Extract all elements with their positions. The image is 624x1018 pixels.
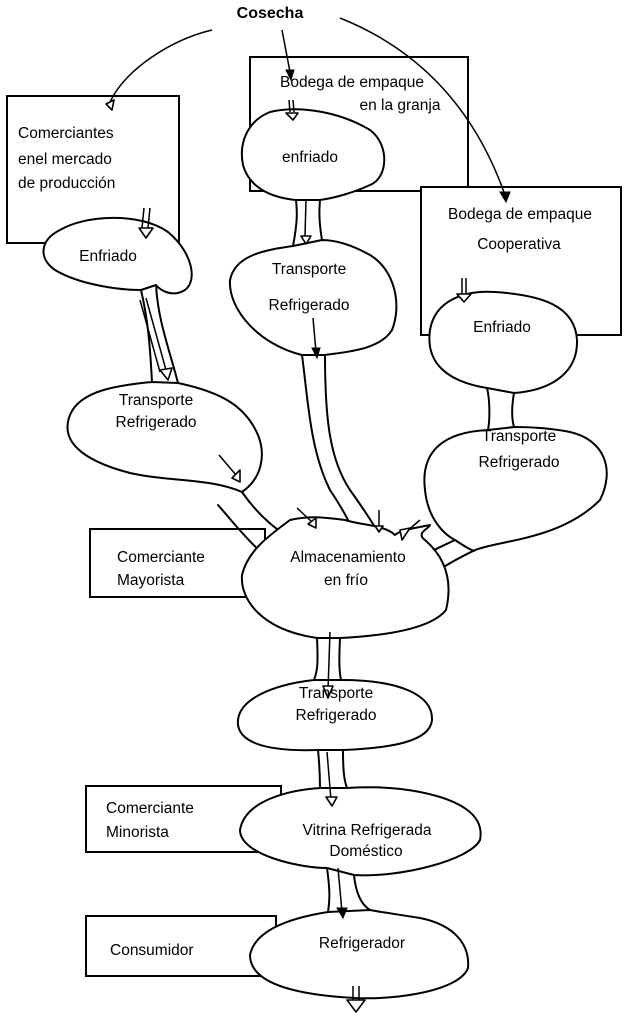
pipe-main-3-b [353,874,371,911]
arrow-cosecha-right [339,17,506,196]
refrigerador-label: Refrigerador [319,935,405,952]
almacenamiento-line-2: en frío [324,572,368,589]
arrowhead-cosecha-center [285,69,295,82]
arrow-main1-head [322,685,334,699]
arrow-main2-shaft [326,751,332,801]
double-arrow-center-shaft [288,99,295,113]
double-arrow-right-head [456,293,472,303]
pipe-right-1-a [486,387,491,431]
enfriado-center-label: enfriado [282,149,338,166]
comerciante-mayorista-line-1: Comerciante [117,549,205,566]
transporte-center-line-2: Refrigerado [269,297,350,314]
pipe-main-1-a [313,637,319,681]
transporte-left-line-2: Refrigerado [116,414,197,431]
bodega-cooperativa-line-2: Cooperativa [477,236,561,253]
enfriado-left-label: Enfriado [79,248,137,265]
transporte-main-blob [236,679,434,752]
comerciante-minorista-line-1: Comerciante [106,800,194,817]
bodega-cooperativa-line-1: Bodega de empaque [448,206,592,223]
double-arrow-left2-shaft [139,297,167,373]
arrow-center2-shaft [304,199,307,237]
transporte-right-line-2: Refrigerado [479,454,560,471]
arrow-center3-head [311,347,321,360]
consumidor-box [85,915,277,977]
almacenamiento-line-1: Almacenamiento [290,549,405,566]
transporte-center-line-1: Transporte [272,261,346,278]
arrow-left4-head [307,517,317,529]
arrow-main1-shaft [327,631,331,691]
arrow-left3-shaft [218,454,237,476]
double-arrow-left2-head [159,367,173,381]
double-arrow-exit-shaft [352,986,360,1000]
double-arrow-center-head [285,112,299,121]
arrowhead-cosecha-right [499,191,511,204]
double-arrow-right-shaft [461,278,467,295]
pipe-main-3-a [326,867,331,913]
transporte-left-blob [66,381,263,493]
comerciantes-mercado-line-2: enel mercado [18,151,112,168]
almacenamiento-blob [240,516,450,639]
vitrina-line-2: Doméstico [329,843,402,860]
arrow-right3-head [399,527,411,541]
arrowhead-cosecha-left [105,99,115,111]
consumidor-label: Consumidor [110,942,194,959]
vitrina-blob [239,786,482,877]
arrow-left4-shaft [296,507,313,523]
double-arrow-left-head [138,227,154,239]
refrigerador-blob [249,909,470,1000]
arrow-center2-head [300,235,312,245]
pipe-left-1-b [155,284,179,384]
pipe-center-1-a [292,199,298,247]
double-arrow-exit-head [346,999,366,1013]
bodega-granja-line-1: Bodega de empaque [280,74,424,91]
vitrina-line-1: Vitrina Refrigerada [303,822,432,839]
comerciante-mayorista-line-2: Mayorista [117,572,185,589]
pipe-main-2-a [317,749,321,789]
cosecha-title: Cosecha [237,5,304,22]
pipe-center-1-b [318,199,323,241]
enfriado-right-blob [428,290,579,394]
pipe-main-1-b [338,637,342,681]
arrow-main3-shaft [337,867,343,913]
double-arrow-left-shaft [141,207,151,229]
arrow-cosecha-left [109,29,213,103]
transporte-right-line-1: Transporte [482,428,556,445]
enfriado-left-blob [42,216,193,295]
comerciantes-mercado-line-3: de producción [18,175,115,192]
arrow-main3-head [336,907,348,920]
transporte-left-line-1: Transporte [119,392,193,409]
arrow-main2-head [325,796,338,807]
arrow-center3-shaft [312,317,317,353]
transporte-right-blob [423,426,608,552]
transporte-main-line-2: Refrigerado [296,707,377,724]
arrow-cosecha-center [281,29,291,73]
pipe-left-1-a [140,289,153,383]
pipe-right-1-b [511,392,515,428]
comerciantes-mercado-line-1: Comerciantes [18,125,114,142]
pipe-main-2-b [342,749,348,789]
enfriado-right-label: Enfriado [473,319,531,336]
comerciante-minorista-line-2: Minorista [106,824,169,841]
arrow-center4-head [374,525,384,533]
transporte-main-line-1: Transporte [299,685,373,702]
transporte-center-blob [228,239,398,356]
enfriado-center-blob [240,108,386,201]
bodega-granja-line-2: en la granja [359,97,440,114]
arrow-left3-head [231,469,241,483]
